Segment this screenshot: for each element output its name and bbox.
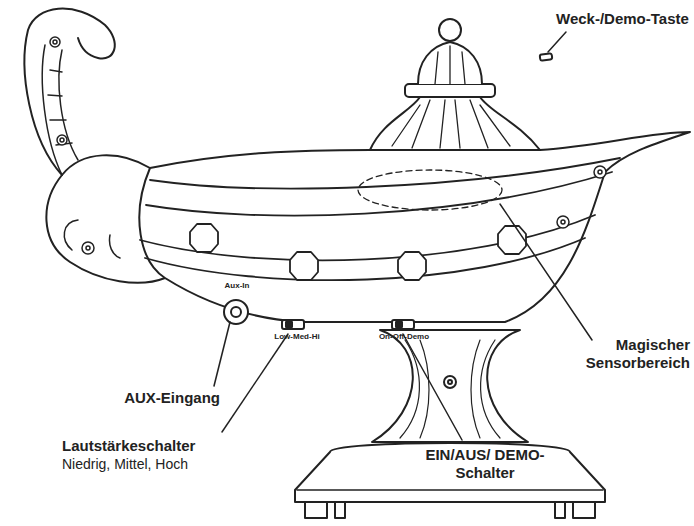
callout-label: Magischer Sensorbereich [572, 336, 690, 372]
printed-marking: On-Off-Demo [368, 332, 440, 342]
printed-marking: Aux-In [212, 281, 262, 291]
callout-label: AUX-Eingang [80, 389, 220, 407]
callout-note: Niedrig, Mittel, Hoch [62, 456, 252, 473]
printed-marking: Low-Med-Hi [262, 332, 332, 342]
callout-label: Lautstärkeschalter [62, 437, 252, 455]
callout-label: Weck-/Demo-Taste [556, 10, 692, 28]
callout-label: EIN/AUS/ DEMO-Schalter [420, 446, 550, 482]
